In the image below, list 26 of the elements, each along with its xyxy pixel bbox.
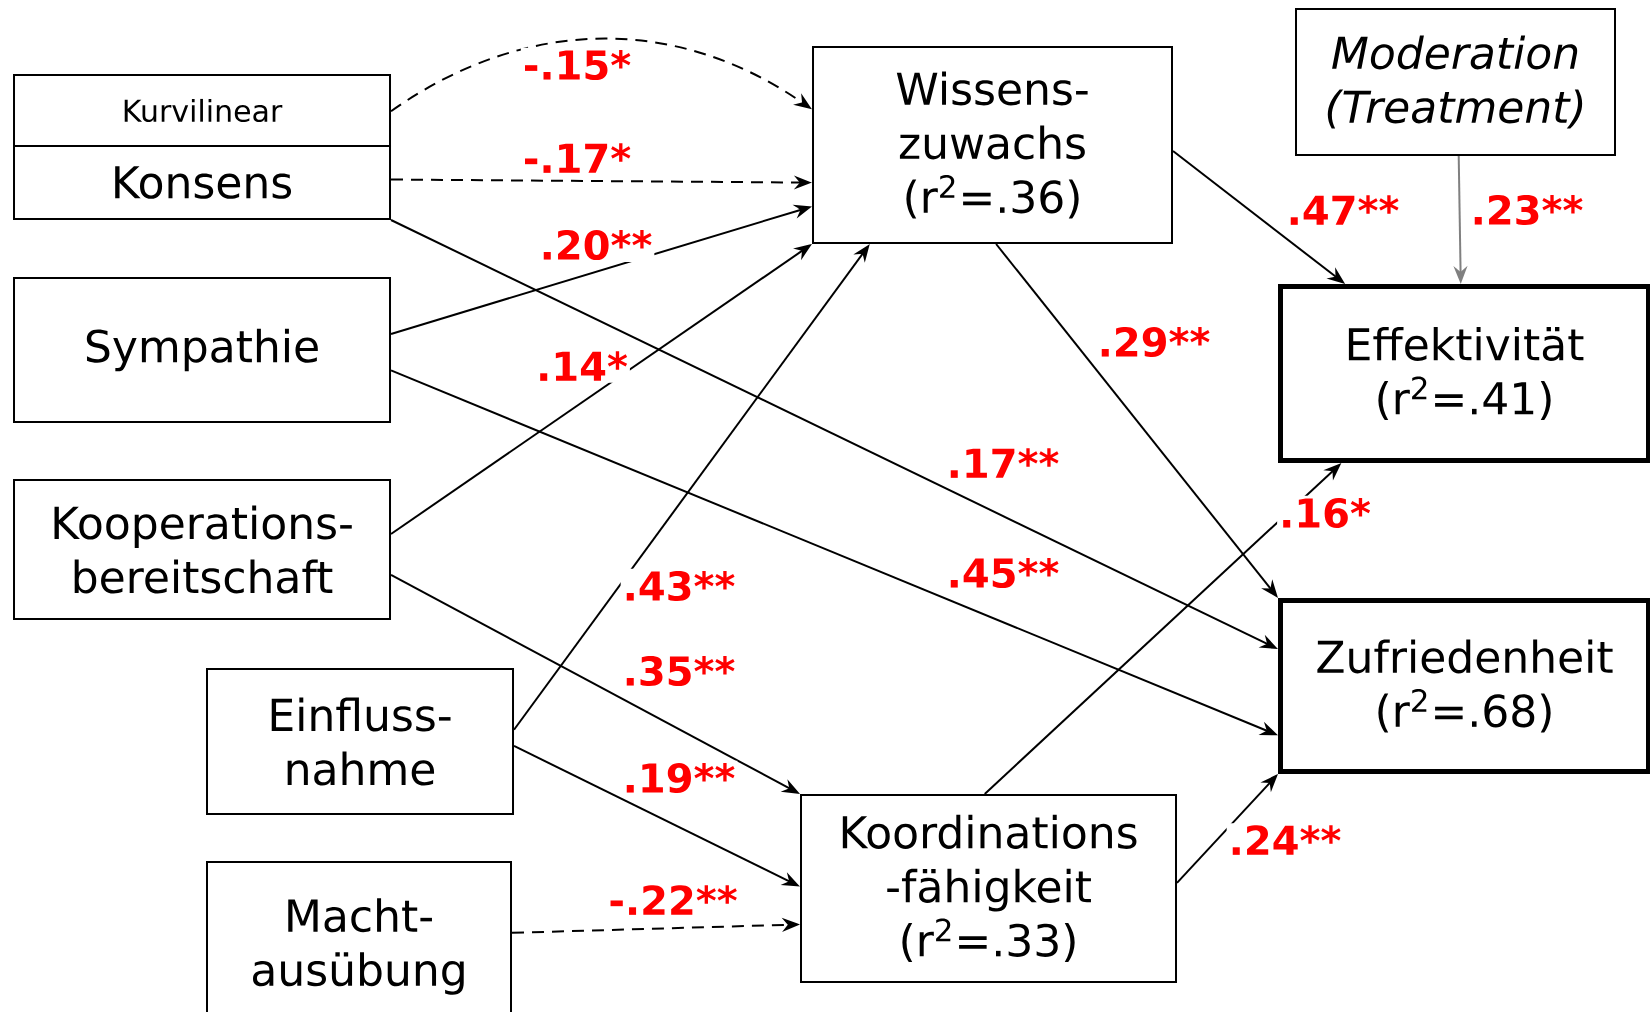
box: Kooperations- bereitschaft <box>13 479 391 620</box>
box: Moderation (Treatment) <box>1295 8 1616 156</box>
edge-label: .24** <box>1226 823 1344 857</box>
box: Koordinations -fähigkeit (r$^{2}$=.33) <box>800 794 1177 983</box>
box: Wissens- zuwachs (r$^{2}$=.36) <box>812 46 1173 244</box>
edge-label: .19** <box>620 760 738 796</box>
box: Zufriedenheit (r$^{2}$=.68) <box>1278 598 1650 774</box>
edge-label: -.22** <box>606 883 740 917</box>
edge-label: .23** <box>1468 192 1586 228</box>
box: Macht- ausübung <box>206 861 512 1012</box>
edge-label: .17** <box>944 446 1062 480</box>
edge-label: .43** <box>620 568 738 604</box>
box: Konsens <box>13 145 391 220</box>
edge-label: -.15* <box>520 47 634 83</box>
edge-label: .45** <box>944 555 1062 591</box>
edge-label: .20** <box>537 227 655 263</box>
edge-label: .14* <box>534 349 630 383</box>
edge-label: -.17* <box>520 141 634 175</box>
box: Einfluss- nahme <box>206 668 514 815</box>
box: Sympathie <box>13 277 391 423</box>
edge-label: .35** <box>620 653 738 689</box>
edge-label: .16* <box>1277 495 1373 531</box>
edge-label: .29** <box>1095 324 1213 360</box>
edge-label: .47** <box>1284 193 1402 227</box>
box: Kurvilinear <box>13 74 391 147</box>
box: Effektivität (r$^{2}$=.41) <box>1278 284 1650 463</box>
